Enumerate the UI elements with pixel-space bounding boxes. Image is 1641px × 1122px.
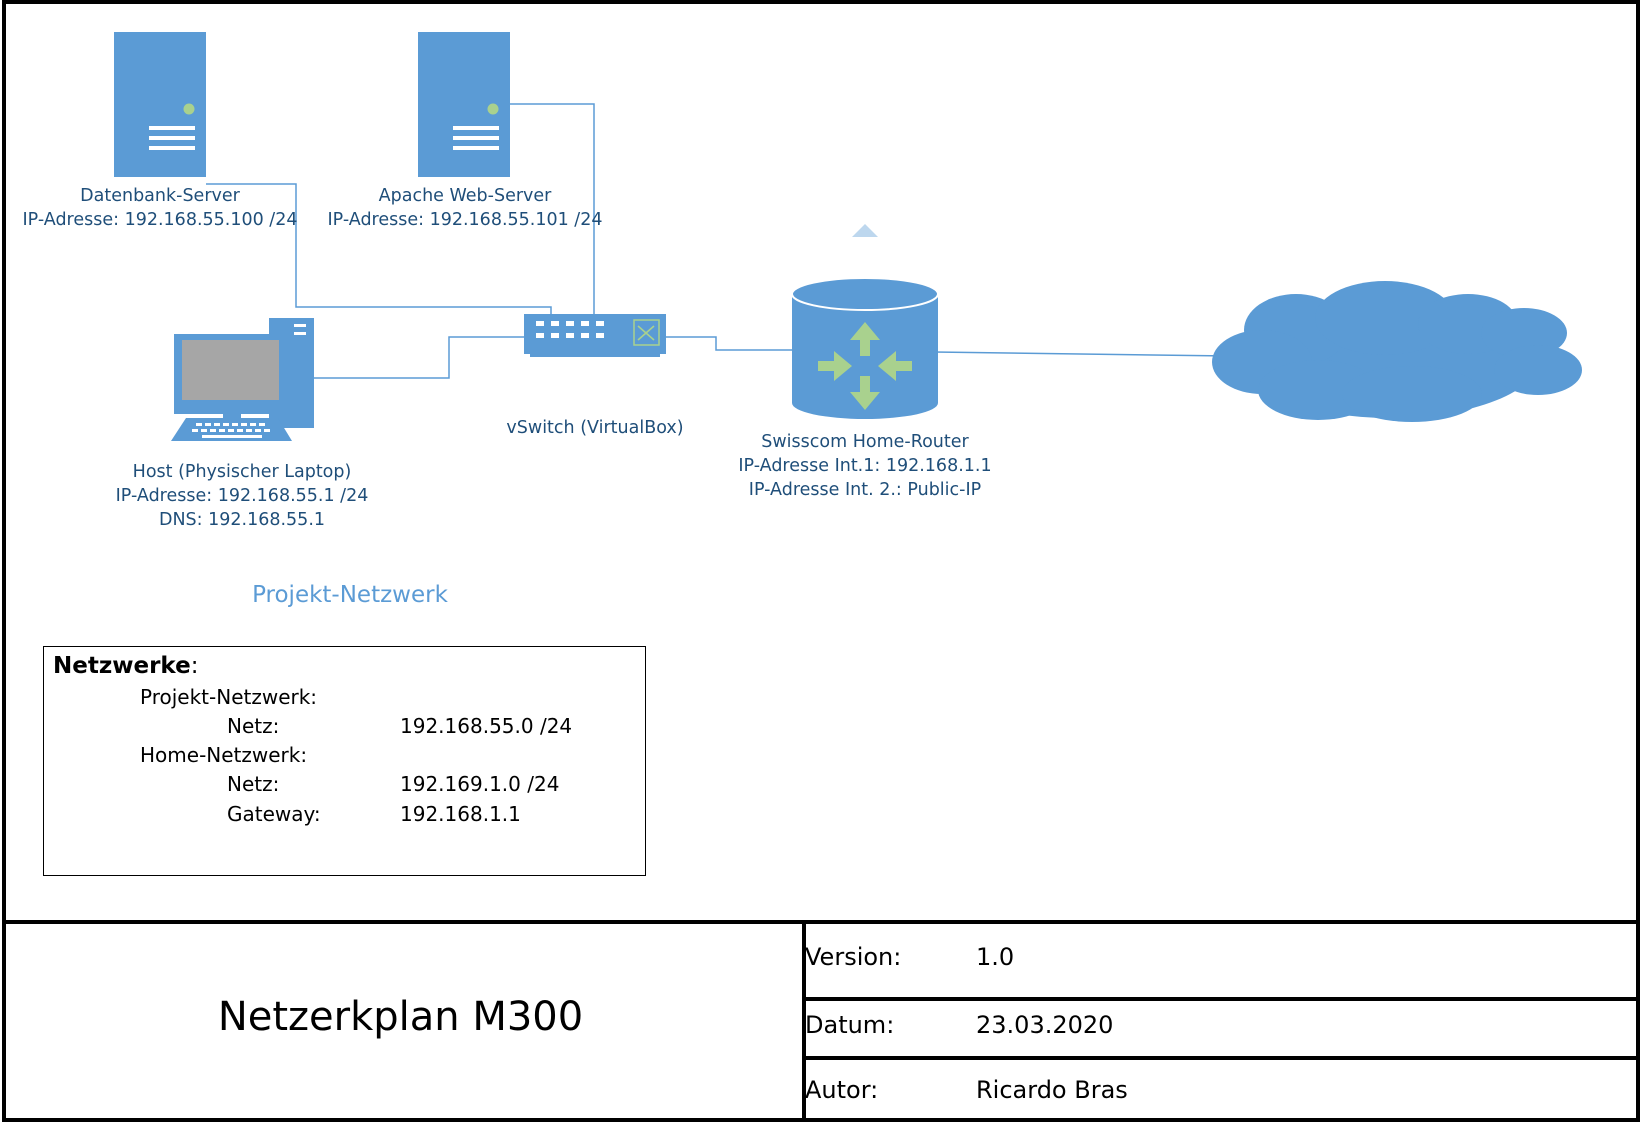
legend-project-net-key: Netz: (227, 714, 280, 738)
author-key: Autor: (805, 1076, 879, 1104)
legend-project-net-value: 192.168.55.0 /24 (400, 714, 573, 738)
web-to-switch-line (510, 103, 595, 314)
database-server-icon (114, 32, 206, 177)
router-ip-int2: IP-Adresse Int. 2.: Public-IP (748, 480, 982, 500)
legend-project-label: Projekt-Netzwerk: (140, 685, 318, 709)
database-server-label: Datenbank-Server IP-Adresse: 192.168.55.… (0, 184, 320, 232)
desktop-computer-icon (171, 318, 314, 441)
title-block-title-cell: Netzerkplan M300 (4, 913, 797, 1121)
legend-heading: Netzwerke (53, 653, 191, 679)
database-server-name: Datenbank-Server (80, 186, 240, 206)
host-dns: DNS: 192.168.55.1 (158, 510, 326, 530)
version-value: 1.0 (976, 943, 1015, 971)
web-server-label: Apache Web-Server IP-Adresse: 192.168.55… (305, 184, 625, 232)
router-label: Swisscom Home-Router IP-Adresse Int.1: 1… (715, 430, 1015, 502)
connection-lines (206, 103, 1231, 379)
legend-home-gateway-value: 192.168.1.1 (400, 802, 521, 826)
date-key: Datum: (805, 1011, 895, 1039)
router-to-internet-line (933, 351, 1231, 357)
legend-home-gateway-key: Gateway: (227, 802, 321, 826)
date-value: 23.03.2020 (976, 1011, 1114, 1039)
web-server-icon (418, 32, 510, 177)
web-server-ip: IP-Adresse: 192.168.55.101 /24 (327, 210, 603, 230)
db-to-switch-line (206, 183, 552, 314)
meta-row-date: Datum: 23.03.2020 (800, 1011, 1618, 1051)
version-key: Version: (805, 943, 902, 971)
host-to-switch-line (314, 336, 524, 379)
author-value: Ricardo Bras (976, 1076, 1128, 1104)
meta-row-author: Autor: Ricardo Bras (800, 1076, 1618, 1116)
legend-heading-line: Netzwerke: (53, 653, 198, 679)
web-server-name: Apache Web-Server (378, 186, 552, 206)
switch-to-router-line (666, 336, 792, 351)
legend-home-net-key: Netz: (227, 772, 280, 796)
meta-row-version: Version: 1.0 (800, 943, 1618, 983)
network-caption: Projekt-Netzwerk (252, 582, 448, 608)
router-icon (791, 224, 939, 419)
legend-heading-colon: : (190, 653, 199, 679)
network-legend-box: Netzwerke: Projekt-Netzwerk: Netz: 192.1… (43, 646, 646, 876)
switch-icon (524, 314, 666, 357)
database-server-ip: IP-Adresse: 192.168.55.100 /24 (22, 210, 298, 230)
host-label: Host (Physischer Laptop) IP-Adresse: 192… (82, 460, 402, 532)
document-title: Netzerkplan M300 (217, 994, 584, 1040)
cloud-icon (1212, 281, 1582, 422)
legend-home-label: Home-Netzwerk: (140, 743, 308, 767)
router-name: Swisscom Home-Router (761, 432, 969, 452)
host-name: Host (Physischer Laptop) (132, 462, 352, 482)
vswitch-name: vSwitch (VirtualBox) (506, 418, 684, 438)
legend-home-net-value: 192.169.1.0 /24 (400, 772, 560, 796)
router-ip-int1: IP-Adresse Int.1: 192.168.1.1 (738, 456, 992, 476)
vswitch-label: vSwitch (VirtualBox) (445, 416, 745, 440)
host-ip: IP-Adresse: 192.168.55.1 /24 (115, 486, 369, 506)
